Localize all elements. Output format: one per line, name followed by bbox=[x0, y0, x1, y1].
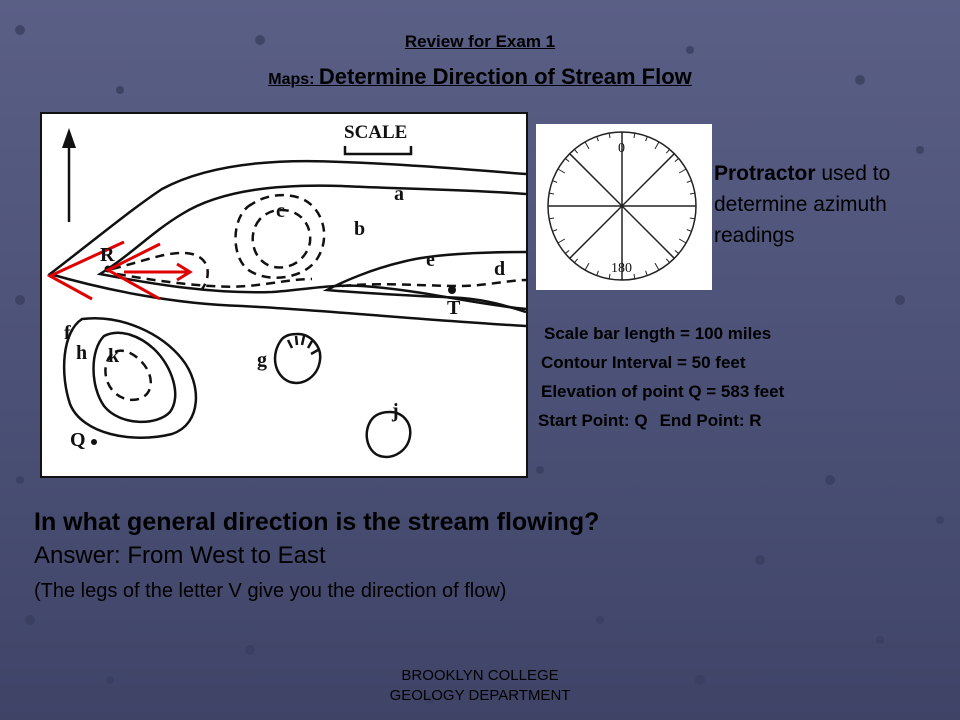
hill-g bbox=[273, 332, 322, 385]
protractor-tick bbox=[584, 262, 590, 271]
protractor-tick bbox=[689, 217, 695, 220]
hill-c-outer bbox=[234, 193, 326, 279]
fact-start-point: Start Point: Q bbox=[538, 411, 648, 430]
protractor-tick bbox=[686, 180, 692, 183]
protractor-tick bbox=[549, 192, 555, 195]
protractor-tick bbox=[596, 270, 599, 276]
protractor-tick bbox=[678, 238, 687, 244]
contour-h bbox=[62, 316, 198, 439]
protractor-tick bbox=[654, 141, 660, 150]
protractor-180-label: 180 bbox=[611, 261, 632, 276]
label-t: T bbox=[447, 297, 461, 319]
protractor-tick bbox=[608, 273, 611, 279]
label-d: d bbox=[494, 258, 505, 280]
protractor-tick bbox=[549, 217, 555, 220]
protractor-zero-label: 0 bbox=[618, 141, 625, 156]
protractor-tick bbox=[645, 136, 648, 142]
protractor-tick bbox=[596, 136, 599, 142]
contour-e bbox=[322, 250, 527, 314]
protractor-tick bbox=[674, 249, 680, 254]
protractor-tick bbox=[633, 133, 636, 139]
label-g: g bbox=[257, 349, 267, 371]
protractor-caption-bold: Protractor bbox=[714, 162, 816, 185]
protractor-tick bbox=[557, 238, 566, 244]
answer-text: Answer: From West to East bbox=[34, 542, 326, 569]
red-flow-arrow-head bbox=[176, 262, 193, 282]
subtitle-prefix: Maps: bbox=[268, 71, 319, 88]
footer: BROOKLYN COLLEGE GEOLOGY DEPARTMENT bbox=[0, 666, 960, 706]
label-f: f bbox=[64, 322, 71, 344]
protractor-caption: Protractor used to determine azimuth rea… bbox=[714, 158, 954, 251]
protractor-tick bbox=[654, 262, 660, 271]
label-r: R bbox=[100, 244, 115, 266]
slide-title: Review for Exam 1 bbox=[404, 32, 556, 51]
subtitle-main: Determine Direction of Stream Flow bbox=[318, 64, 692, 89]
fact-end-point: End Point: R bbox=[659, 411, 762, 430]
label-q: Q bbox=[70, 429, 86, 451]
label-e: e bbox=[426, 249, 435, 271]
protractor-tick bbox=[645, 270, 648, 276]
scale-bar bbox=[343, 146, 413, 156]
red-v-right bbox=[104, 242, 161, 301]
label-j: j bbox=[391, 400, 399, 422]
protractor-tick bbox=[665, 258, 670, 264]
protractor-tick bbox=[564, 158, 570, 163]
label-a: a bbox=[394, 183, 404, 205]
protractor-tick bbox=[678, 168, 687, 174]
footer-line-2: GEOLOGY DEPARTMENT bbox=[389, 687, 571, 704]
protractor-tick bbox=[552, 180, 558, 183]
protractor-tick bbox=[574, 258, 579, 264]
slide-subtitle: Maps: Determine Direction of Stream Flow bbox=[0, 64, 960, 90]
map-drawing: SCALE a b c d e f g h j k R T Q bbox=[46, 122, 527, 459]
question-text: In what general direction is the stream … bbox=[34, 508, 600, 536]
fact-contour-interval: Contour Interval = 50 feet bbox=[541, 353, 746, 372]
protractor-tick bbox=[674, 158, 680, 163]
protractor-tick bbox=[557, 168, 566, 174]
topographic-map: SCALE a b c d e f g h j k R T Q bbox=[40, 112, 528, 478]
north-arrow-head bbox=[62, 128, 76, 148]
protractor-tick bbox=[564, 249, 570, 254]
stream-dash-1 bbox=[111, 251, 209, 290]
protractor-caption-rest: used to determine azimuth readings bbox=[714, 162, 891, 247]
label-b: b bbox=[354, 218, 365, 240]
protractor-tick bbox=[574, 148, 579, 154]
protractor-tick bbox=[633, 273, 636, 279]
protractor-tick bbox=[552, 229, 558, 232]
fact-scale-bar: Scale bar length = 100 miles bbox=[544, 324, 772, 343]
label-c: c bbox=[276, 200, 285, 222]
stream-dash-2 bbox=[116, 272, 313, 288]
contour-h-inner bbox=[92, 331, 177, 423]
protractor-image: 0 180 bbox=[536, 124, 712, 290]
contour-outer bbox=[47, 159, 527, 328]
stream-dash-t bbox=[341, 278, 527, 288]
protractor-ticks bbox=[548, 132, 696, 280]
point-t-marker bbox=[448, 286, 456, 294]
hill-c-inner bbox=[251, 208, 312, 269]
depression-k bbox=[104, 349, 153, 401]
contour-second bbox=[96, 184, 527, 311]
red-v-left bbox=[46, 240, 125, 301]
fact-elevation-q: Elevation of point Q = 583 feet bbox=[541, 382, 785, 401]
explanation-text: (The legs of the letter V give you the d… bbox=[34, 580, 507, 602]
protractor-drawing: 0 180 bbox=[547, 131, 697, 281]
label-h: h bbox=[76, 342, 87, 364]
label-k: k bbox=[108, 345, 120, 367]
protractor-tick bbox=[665, 148, 670, 154]
protractor-tick bbox=[608, 133, 611, 139]
protractor-tick bbox=[686, 229, 692, 232]
protractor-tick bbox=[689, 192, 695, 195]
scale-label: SCALE bbox=[344, 122, 407, 143]
hill-j bbox=[365, 410, 412, 459]
footer-line-1: BROOKLYN COLLEGE bbox=[401, 667, 559, 684]
point-q-marker bbox=[91, 439, 97, 445]
protractor-tick bbox=[584, 141, 590, 150]
fact-start-end: Start Point: Q End Point: R bbox=[538, 411, 762, 431]
